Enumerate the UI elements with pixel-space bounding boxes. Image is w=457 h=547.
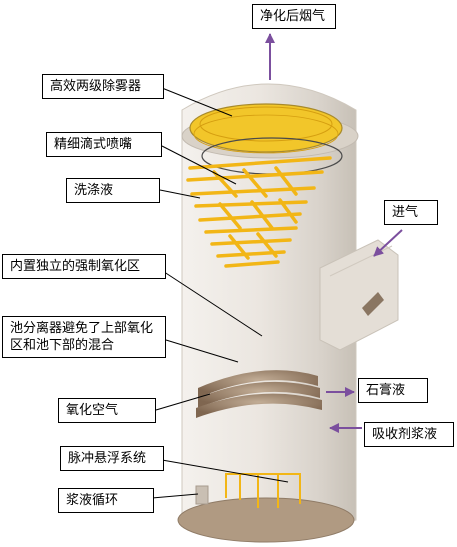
label-separator-note: 池分离器避免了上部氧化区和池下部的混合	[2, 316, 166, 358]
label-scrubbing-liquid: 洗涤液	[66, 178, 160, 203]
slurry-outlet	[195, 485, 209, 505]
label-oxidation-air: 氧化空气	[58, 398, 156, 423]
label-gas-inlet: 进气	[384, 200, 438, 225]
oxidation-air-pipes	[196, 370, 322, 418]
inlet-arrow	[373, 229, 403, 257]
label-slurry-circulation: 浆液循环	[58, 488, 154, 513]
tower-base	[177, 497, 355, 543]
flow-arrows	[265, 33, 403, 433]
label-mist-eliminator: 高效两级除雾器	[42, 74, 164, 99]
leader-lines	[151, 87, 289, 499]
label-spray-nozzle: 精细滴式喷嘴	[46, 132, 162, 157]
spray-zone	[186, 156, 332, 268]
label-pulse-suspension: 脉冲悬浮系统	[60, 446, 164, 471]
label-absorbent-slurry: 吸收剂浆液	[364, 422, 454, 447]
mist-eliminator-disk	[189, 103, 343, 154]
label-oxidation-zone: 内置独立的强制氧化区	[2, 254, 166, 279]
pulse-suspension-frame	[225, 473, 301, 508]
label-gypsum-slurry: 石膏液	[358, 378, 428, 403]
inlet-duct	[319, 239, 399, 351]
label-clean-gas: 净化后烟气	[252, 4, 336, 29]
